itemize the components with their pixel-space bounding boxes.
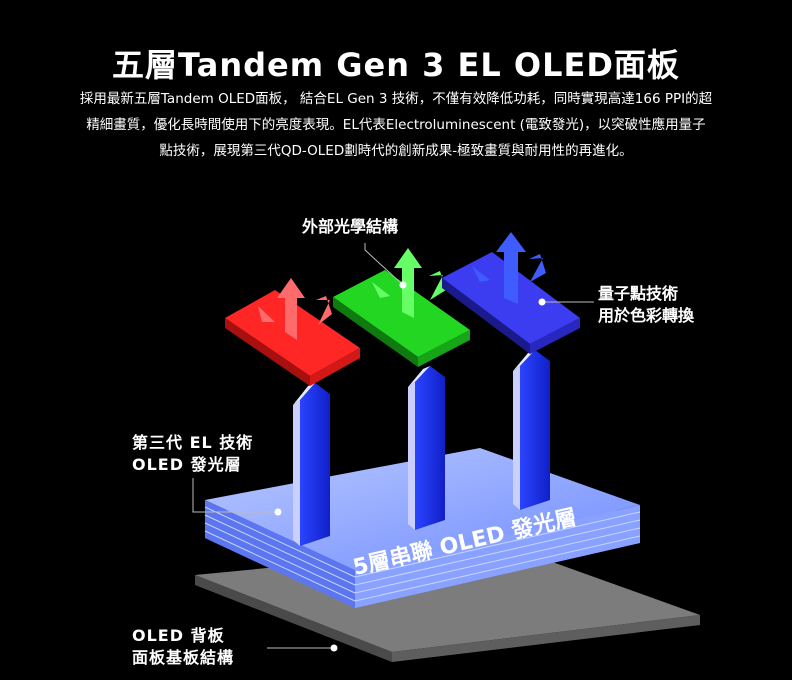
- label-substrate: OLED 背板 面板基板結構: [132, 625, 234, 669]
- emission-pillar-3: [513, 350, 550, 510]
- blue-color-filter: [442, 232, 580, 354]
- label-text: OLED 背板: [132, 626, 225, 645]
- label-text: 外部光學結構: [302, 217, 399, 236]
- description: 採用最新五層Tandem OLED面板， 結合EL Gen 3 技術，不僅有效降…: [56, 86, 736, 164]
- description-line: 點技術，展現第三代QD-OLED劃時代的創新成果-極致畫質與耐用性的再進化。: [159, 143, 633, 159]
- label-oled-emission: 第三代 EL 技術 OLED 發光層: [132, 432, 253, 476]
- callout-lines: [192, 243, 594, 649]
- emission-pillar-2: [408, 366, 445, 530]
- label-quantum-dot: 量子點技術 用於色彩轉換: [598, 283, 694, 327]
- label-text: OLED 發光層: [132, 455, 242, 474]
- green-color-filter: [333, 248, 470, 367]
- label-text: 面板基板結構: [132, 648, 235, 667]
- description-line: 精細畫質，優化長時間使用下的亮度表現。EL代表Electroluminescen…: [86, 117, 706, 133]
- page-title: 五層Tandem Gen 3 EL OLED面板: [112, 46, 680, 84]
- label-text: 第三代 EL 技術: [132, 433, 254, 452]
- label-text: 用於色彩轉換: [598, 306, 695, 325]
- red-color-filter: [225, 278, 360, 386]
- label-outer-optics: 外部光學結構: [302, 216, 398, 238]
- label-text: 量子點技術: [598, 284, 679, 303]
- description-line: 採用最新五層Tandem OLED面板， 結合EL Gen 3 技術，不僅有效降…: [79, 91, 713, 107]
- callout-dots: [274, 281, 546, 652]
- emission-pillar-1: [293, 383, 330, 546]
